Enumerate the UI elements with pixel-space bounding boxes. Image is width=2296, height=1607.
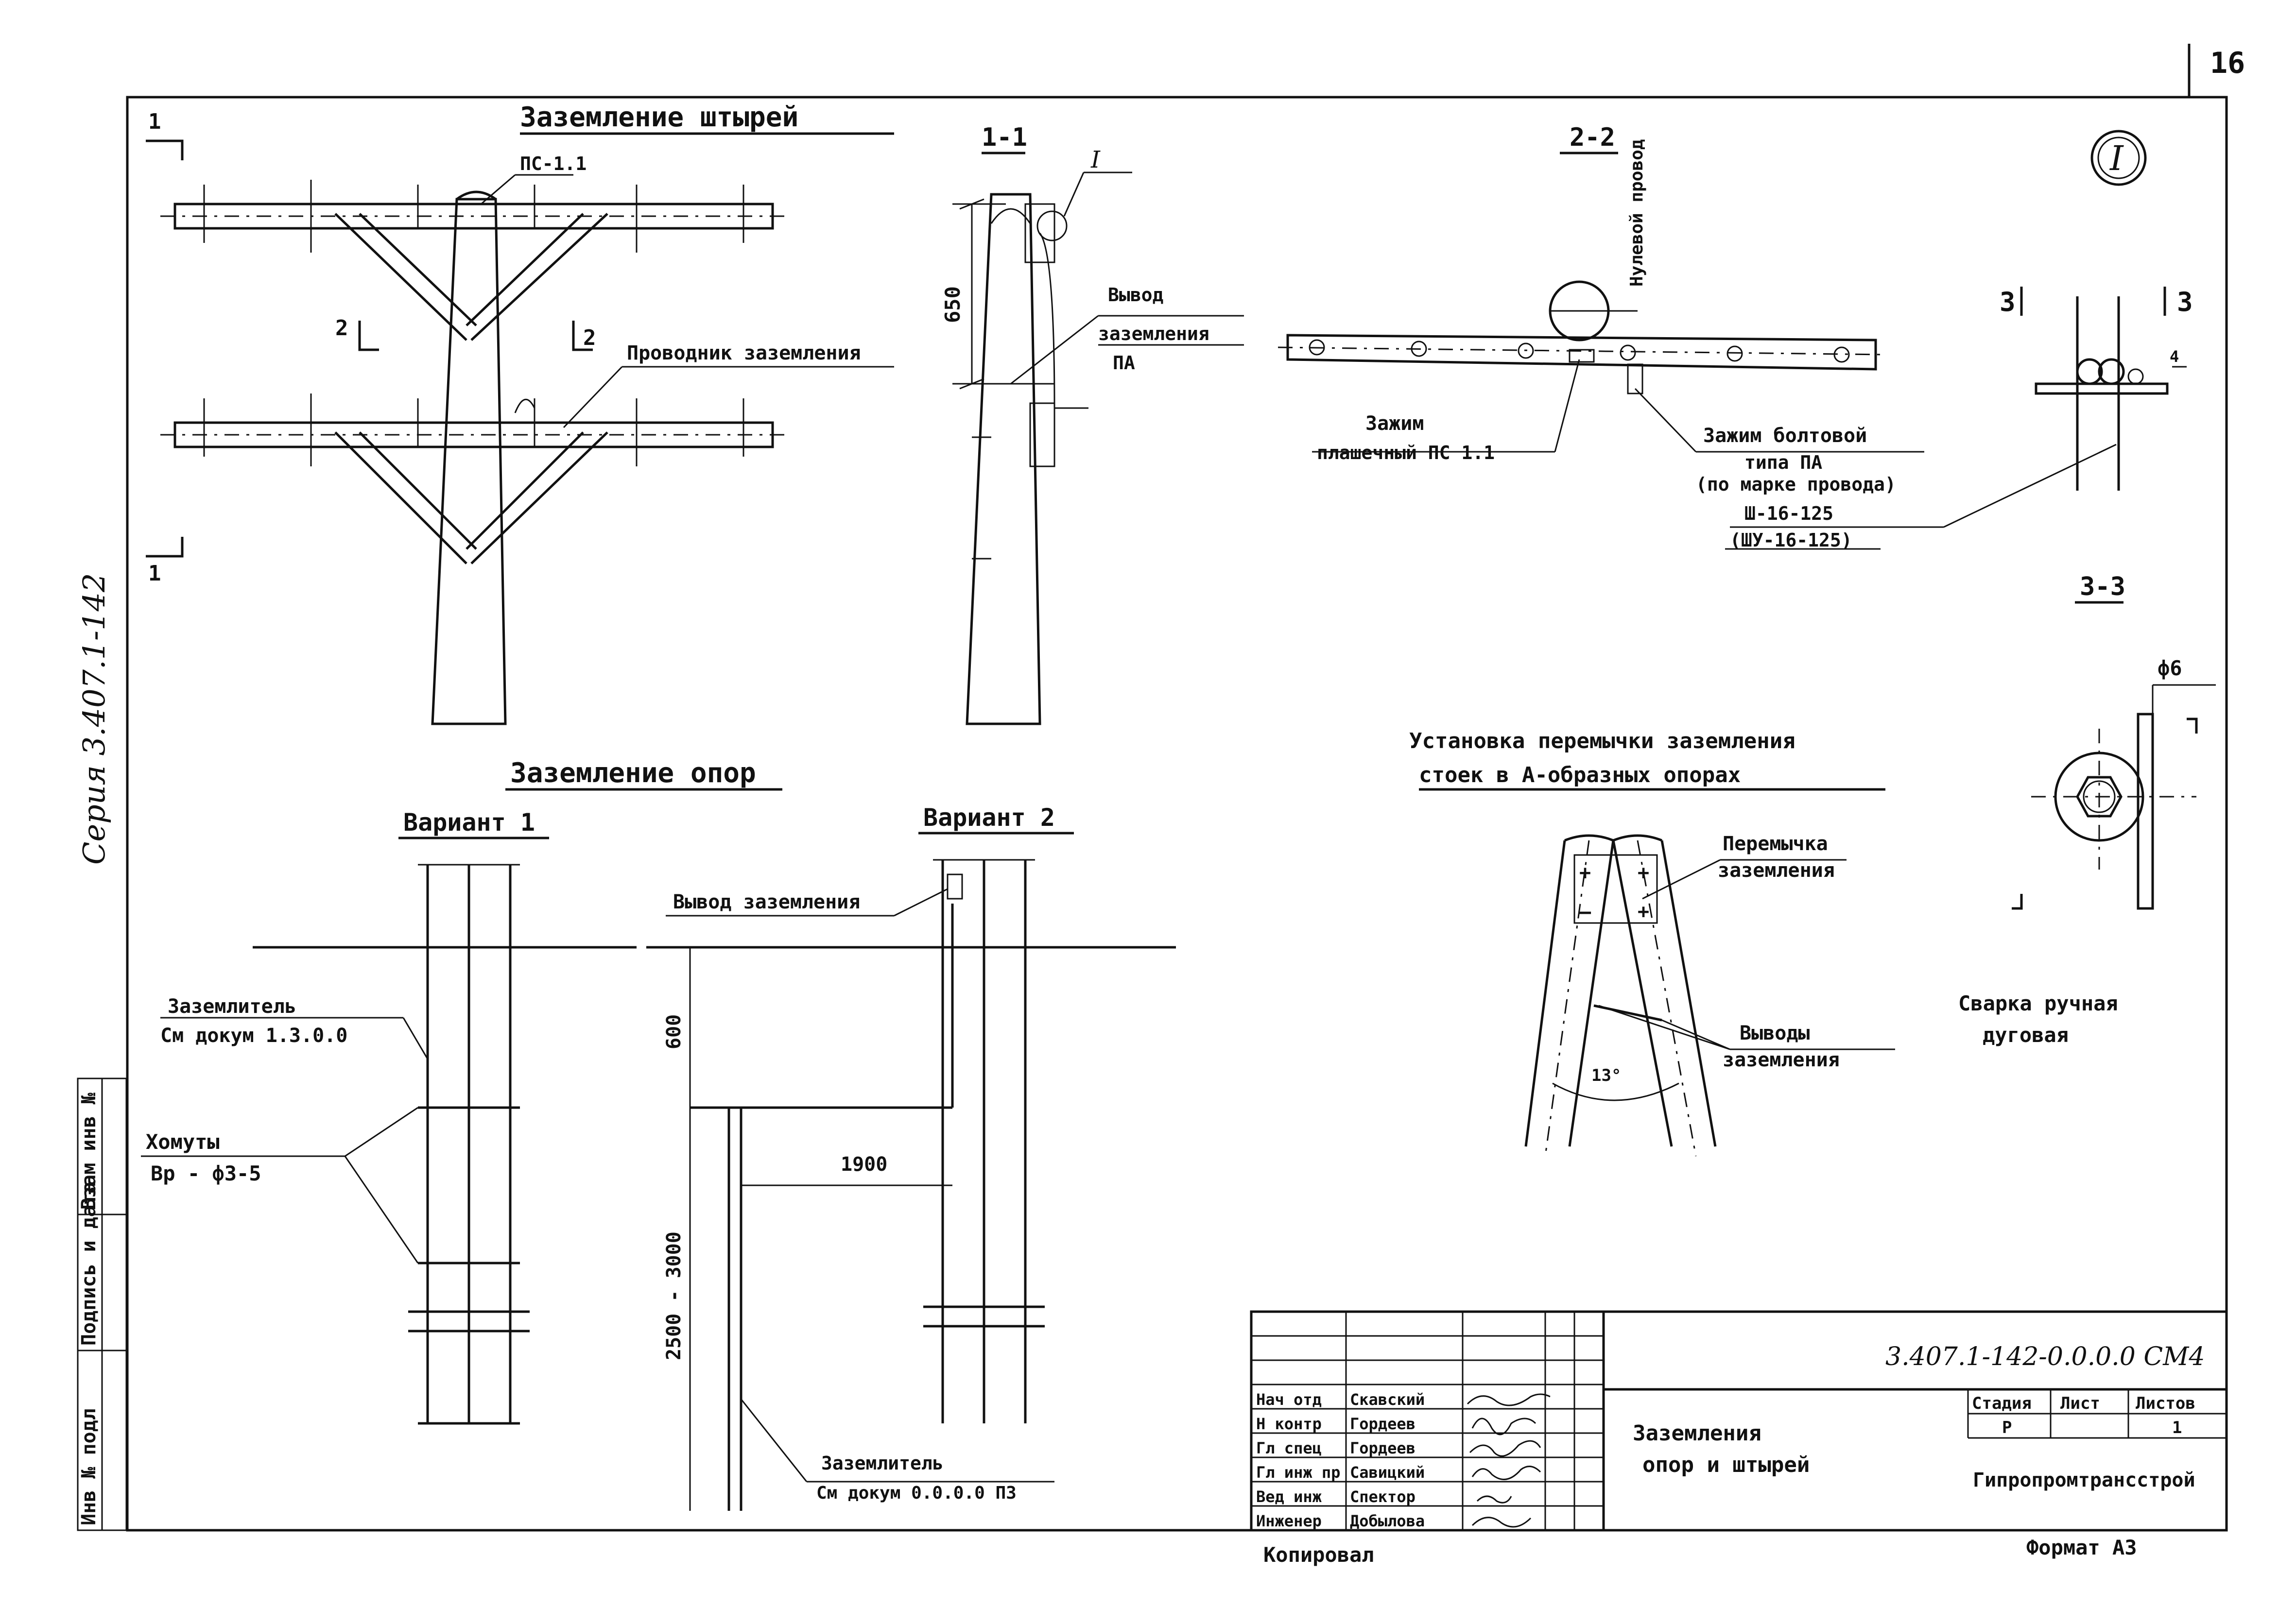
jumper-title-1: Установка перемычки заземления [1409, 729, 1795, 753]
ps-label: ПС-1.1 [520, 153, 587, 174]
svg-text:плашечный ПС 1.1: плашечный ПС 1.1 [1317, 442, 1495, 463]
pin-grounding-drawing: Заземление штырей ПС-1.1 [146, 102, 894, 725]
margin-cell-sign: Подпись и дата [78, 1182, 100, 1346]
jumper-drawing: Установка перемычки заземления стоек в А… [1409, 729, 1895, 1157]
signature-marks [1467, 1393, 1551, 1528]
weld-label-1: Сварка ручная [1958, 992, 2118, 1015]
support-grounding-title: Заземление опор [510, 757, 756, 789]
svg-text:Заземлитель: Заземлитель [168, 995, 296, 1018]
detail-mark-I: I [2109, 138, 2124, 178]
svg-text:Заземлитель: Заземлитель [821, 1453, 944, 1474]
sheet-frame [126, 96, 2228, 1532]
svg-text:Хомуты: Хомуты [146, 1130, 220, 1154]
svg-text:Спектор: Спектор [1350, 1487, 1416, 1506]
svg-text:+: + [1579, 862, 1591, 884]
svg-text:Гордеев: Гордеев [1350, 1415, 1416, 1433]
svg-text:3: 3 [2000, 287, 2016, 317]
svg-text:Вр - ф3-5: Вр - ф3-5 [151, 1162, 261, 1185]
section-2-2-drawing: 2-2 Нулевой провод Зажим плашечный ПС 1.… [1277, 123, 1924, 551]
svg-text:Вывод заземления: Вывод заземления [673, 891, 860, 913]
section-2-2-title: 2-2 [1570, 123, 1615, 152]
svg-text:Савицкий: Савицкий [1350, 1463, 1425, 1482]
svg-text:Ш-16-125: Ш-16-125 [1744, 503, 1833, 524]
svg-text:600: 600 [663, 1014, 685, 1049]
margin-cell-replace: Взам инв № [78, 1093, 100, 1210]
page-number: 16 [2210, 46, 2245, 80]
jumper-title-2: стоек в А-образных опорах [1419, 763, 1741, 787]
svg-text:Листов: Листов [2136, 1394, 2195, 1413]
support-grounding-drawing: Заземление опор Вариант 1 Вариант 2 Зазе… [141, 757, 1176, 1511]
svg-text:1: 1 [148, 109, 161, 134]
svg-text:–: – [1579, 901, 1591, 923]
sheet-title-2: опор и штырей [1642, 1453, 1810, 1477]
svg-text:1: 1 [2172, 1418, 2182, 1437]
svg-text:I: I [1090, 146, 1101, 173]
svg-text:2: 2 [335, 316, 348, 341]
svg-text:2500 - 3000: 2500 - 3000 [663, 1231, 685, 1360]
section-3-3-title: 3-3 [2080, 572, 2125, 601]
svg-text:Вед инж: Вед инж [1256, 1487, 1322, 1506]
svg-text:Зажим болтовой: Зажим болтовой [1703, 425, 1867, 447]
svg-text:Инженер: Инженер [1256, 1512, 1322, 1530]
svg-text:13°: 13° [1591, 1066, 1621, 1085]
weld-label-2: дуговая [1983, 1023, 2069, 1047]
svg-text:+: + [1638, 862, 1649, 884]
svg-text:Скавский: Скавский [1350, 1390, 1425, 1409]
svg-text:Зажим: Зажим [1365, 412, 1424, 435]
svg-text:заземления: заземления [1098, 323, 1209, 344]
section-1-1-drawing: 1-1 I 650 Вывод заземления ПА [941, 123, 1244, 725]
format-label: Формат А3 [2026, 1536, 2137, 1559]
section-1-1-title: 1-1 [982, 123, 1027, 152]
pin-grounding-title: Заземление штырей [520, 102, 798, 133]
copied-label: Копировал [1263, 1543, 1374, 1567]
svg-text:4: 4 [2170, 347, 2179, 366]
svg-text:(ШУ-16-125): (ШУ-16-125) [1730, 530, 1852, 551]
svg-text:типа ПА: типа ПА [1744, 452, 1822, 473]
svg-text:ПА: ПА [1113, 352, 1135, 374]
svg-text:См докум 1.3.0.0: См докум 1.3.0.0 [160, 1025, 347, 1047]
svg-text:заземления: заземления [1718, 859, 1835, 882]
svg-text:2: 2 [583, 325, 596, 350]
svg-text:Гл спец: Гл спец [1256, 1439, 1322, 1457]
svg-text:Р: Р [2002, 1418, 2012, 1437]
section-3-3-drawing: 3 3 4 3-3 ф6 Сварка ручная дуговая [1730, 287, 2216, 1047]
variant1-label: Вариант 1 [403, 808, 535, 837]
svg-text:(по марке провода): (по марке провода) [1696, 474, 1896, 495]
svg-text:Гордеев: Гордеев [1350, 1439, 1416, 1457]
margin-cell-inv: Инв № подл [78, 1408, 100, 1525]
svg-text:Добылова: Добылова [1350, 1512, 1425, 1530]
svg-text:Вывод: Вывод [1108, 284, 1163, 306]
svg-text:1: 1 [148, 561, 161, 586]
svg-text:Гл инж пр: Гл инж пр [1256, 1463, 1340, 1482]
svg-text:Перемычка: Перемычка [1723, 833, 1828, 855]
svg-text:Стадия: Стадия [1972, 1394, 2032, 1413]
title-block: 3.407.1-142-0.0.0.0 СМ4 Нач отд Н контр … [1250, 1310, 2228, 1532]
svg-text:3: 3 [2177, 287, 2193, 317]
sheet-title-1: Заземления [1633, 1421, 1761, 1446]
dim-650: 650 [941, 286, 965, 323]
svg-text:ф6: ф6 [2158, 656, 2182, 680]
svg-text:Лист: Лист [2060, 1394, 2100, 1413]
svg-text:заземления: заземления [1723, 1049, 1840, 1071]
drawing-code: 3.407.1-142-0.0.0.0 СМ4 [1885, 1342, 2205, 1371]
left-margin-stamp: Инв № подл Подпись и дата Взам инв № [77, 1077, 127, 1531]
svg-text:Нач отд: Нач отд [1256, 1390, 1322, 1409]
svg-text:Выводы: Выводы [1740, 1022, 1810, 1044]
org-name: Гипропромтрансстрой [1973, 1469, 2195, 1491]
svg-text:См докум 0.0.0.0 ПЗ: См докум 0.0.0.0 ПЗ [816, 1483, 1017, 1503]
conductor-label: Проводник заземления [627, 342, 861, 364]
svg-text:1900: 1900 [841, 1153, 887, 1176]
svg-text:Н контр: Н контр [1256, 1415, 1322, 1433]
series-label: Серия 3.407.1-142 [76, 573, 112, 865]
neutral-wire-label: Нулевой провод [1627, 139, 1647, 287]
variant2-label: Вариант 2 [923, 804, 1055, 832]
svg-text:+: + [1638, 901, 1649, 923]
